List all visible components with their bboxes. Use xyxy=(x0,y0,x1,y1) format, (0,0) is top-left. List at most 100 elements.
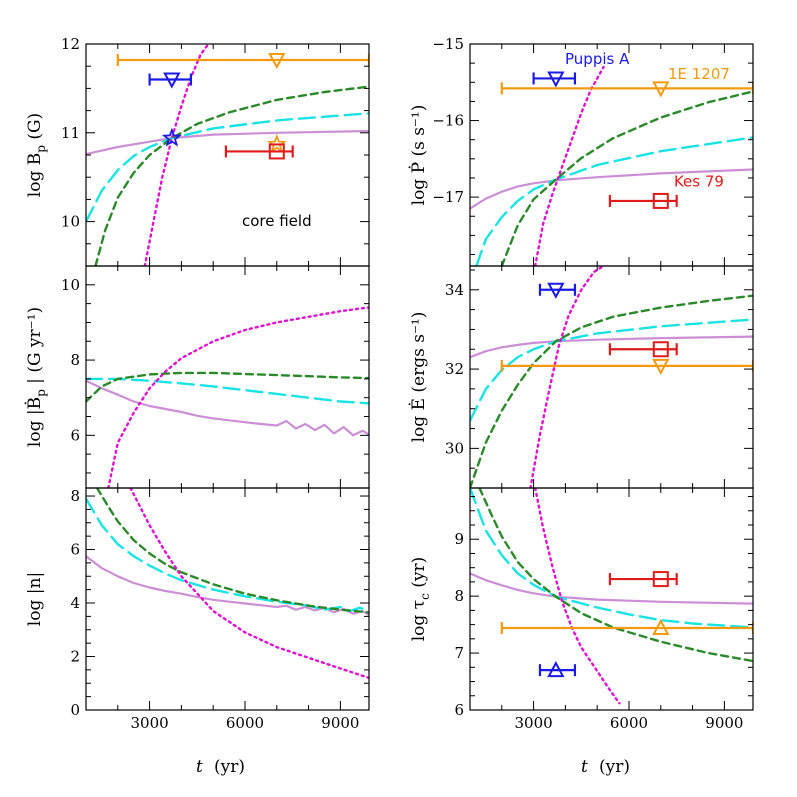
y-tick-label: 6 xyxy=(70,541,80,559)
series-green-line xyxy=(95,488,369,614)
series-cyan-line xyxy=(470,318,753,422)
y-axis-title: log Bp (G) xyxy=(25,113,48,197)
plot-area xyxy=(470,266,753,488)
marker-triangle-down-orange xyxy=(652,81,670,98)
y-axis-title-main: log B xyxy=(25,153,45,197)
y-tick-label: −16 xyxy=(432,112,464,130)
marker-triangle-up-orange xyxy=(652,618,670,636)
series-cyan-line xyxy=(475,136,753,266)
marker-star-blue xyxy=(161,127,182,147)
series-orchid-line xyxy=(86,555,369,617)
marker-triangle-down-orange xyxy=(652,358,670,376)
y-tick-label: 8 xyxy=(454,587,464,605)
panel-n: 3000 6000 9000 0 2 4 6 8 log |n| xyxy=(25,487,370,732)
y-tick-label: 8 xyxy=(70,487,80,505)
series-magenta-line xyxy=(129,488,369,680)
x-axis-title-left: t (yr) xyxy=(196,757,245,777)
x-tick-label: 9000 xyxy=(705,714,743,732)
y-axis-title-sub: p xyxy=(34,145,48,153)
x-tick-label: 3000 xyxy=(131,714,169,732)
plot-area xyxy=(470,488,753,705)
marker-triangle-down-blue xyxy=(547,282,565,299)
y-tick-label: 6 xyxy=(70,426,80,444)
y-axis-title: log Ṗ (s s⁻¹) xyxy=(408,105,429,206)
y-tick-label: 30 xyxy=(445,439,464,457)
series-magenta-line xyxy=(529,266,605,488)
y-tick-label: 12 xyxy=(61,35,80,53)
series-green-line xyxy=(478,488,753,663)
plot-area xyxy=(470,65,753,266)
y-tick-label: 10 xyxy=(61,276,80,294)
x-axis-title-unit: (yr) xyxy=(599,757,630,777)
plot-area xyxy=(86,488,369,680)
series-magenta-line xyxy=(143,44,210,266)
y-tick-label: 7 xyxy=(454,644,464,662)
x-tick-label: 9000 xyxy=(321,714,359,732)
marker-square-red xyxy=(652,341,669,358)
y-tick-label: 0 xyxy=(70,701,80,719)
series-green-line xyxy=(500,90,753,266)
x-tick-label: 6000 xyxy=(226,714,264,732)
series-cyan-line xyxy=(86,377,369,405)
x-tick-label: 3000 xyxy=(515,714,553,732)
marker-star-orange xyxy=(266,133,287,153)
y-axis-title-main: log |n| xyxy=(25,572,45,626)
y-axis-title-unit: | (G yr⁻¹) xyxy=(25,307,45,389)
plot-area xyxy=(86,44,369,266)
y-axis-title-sub: c xyxy=(418,593,432,600)
y-axis-title-unit: (ergs s⁻¹) xyxy=(409,312,429,398)
marker-triangle-down-orange xyxy=(268,52,286,70)
x-axis-title-main: t xyxy=(196,757,203,777)
y-tick-label: 2 xyxy=(70,648,80,666)
series-orchid-line xyxy=(470,335,753,359)
series-orchid-line xyxy=(470,168,753,210)
series-cyan-line xyxy=(470,488,753,629)
y-tick-label: 8 xyxy=(70,351,80,369)
y-axis-title: log Ė (ergs s⁻¹) xyxy=(408,312,429,443)
panel-tauc: 3000 6000 9000 6 7 8 9 log τc (yr) xyxy=(409,487,754,732)
series-cyan-line xyxy=(86,497,369,613)
y-axis-title-sub: p xyxy=(34,389,48,397)
series-magenta-line xyxy=(534,65,605,266)
x-axis-title-unit: (yr) xyxy=(214,757,245,777)
series-green-line xyxy=(470,294,753,488)
series-orchid-line xyxy=(470,572,753,605)
y-axis-title-main: log Ė xyxy=(408,398,429,442)
y-axis-title-unit: (G) xyxy=(25,113,45,145)
panel-frame xyxy=(469,265,754,489)
x-axis-title-right: t (yr) xyxy=(581,757,630,777)
y-axis-title-unit: (yr) xyxy=(409,557,429,593)
annotation-label: Kes 79 xyxy=(674,172,724,190)
y-tick-label: 6 xyxy=(454,701,464,719)
plot-area xyxy=(86,306,369,488)
marker-square-red xyxy=(268,143,285,160)
series-magenta-line xyxy=(107,306,369,488)
x-tick-label: 6000 xyxy=(610,714,648,732)
y-axis-title-main: log τ xyxy=(409,600,429,641)
panel-Edot: 30 32 34 log Ė (ergs s⁻¹) xyxy=(408,265,754,489)
panel-frame xyxy=(469,487,754,711)
series-cyan-line xyxy=(86,112,369,223)
y-tick-label: 32 xyxy=(445,360,464,378)
annotation-label: core field xyxy=(242,212,312,230)
y-axis-title: log |Ḃp | (G yr⁻¹) xyxy=(24,307,48,447)
y-tick-label: 34 xyxy=(445,281,464,299)
y-tick-label: 4 xyxy=(70,594,80,612)
panel-Bpdot: 6 8 10 log |Ḃp | (G yr⁻¹) xyxy=(24,265,370,489)
y-tick-label: 11 xyxy=(61,124,80,142)
series-green-line xyxy=(86,371,369,403)
panel-frame xyxy=(85,43,370,267)
series-orchid-line xyxy=(86,379,369,437)
series-magenta-line xyxy=(534,488,621,705)
y-tick-label: −15 xyxy=(432,35,464,53)
marker-triangle-down-blue xyxy=(547,71,565,88)
marker-triangle-up-blue xyxy=(547,661,565,678)
y-axis-title-unit: (s s⁻¹) xyxy=(409,105,429,162)
annotation-label: Puppis A xyxy=(565,50,630,68)
y-tick-label: 9 xyxy=(454,530,464,548)
annotation-label: 1E 1207 xyxy=(668,65,730,83)
y-axis-title: log τc (yr) xyxy=(409,557,432,642)
